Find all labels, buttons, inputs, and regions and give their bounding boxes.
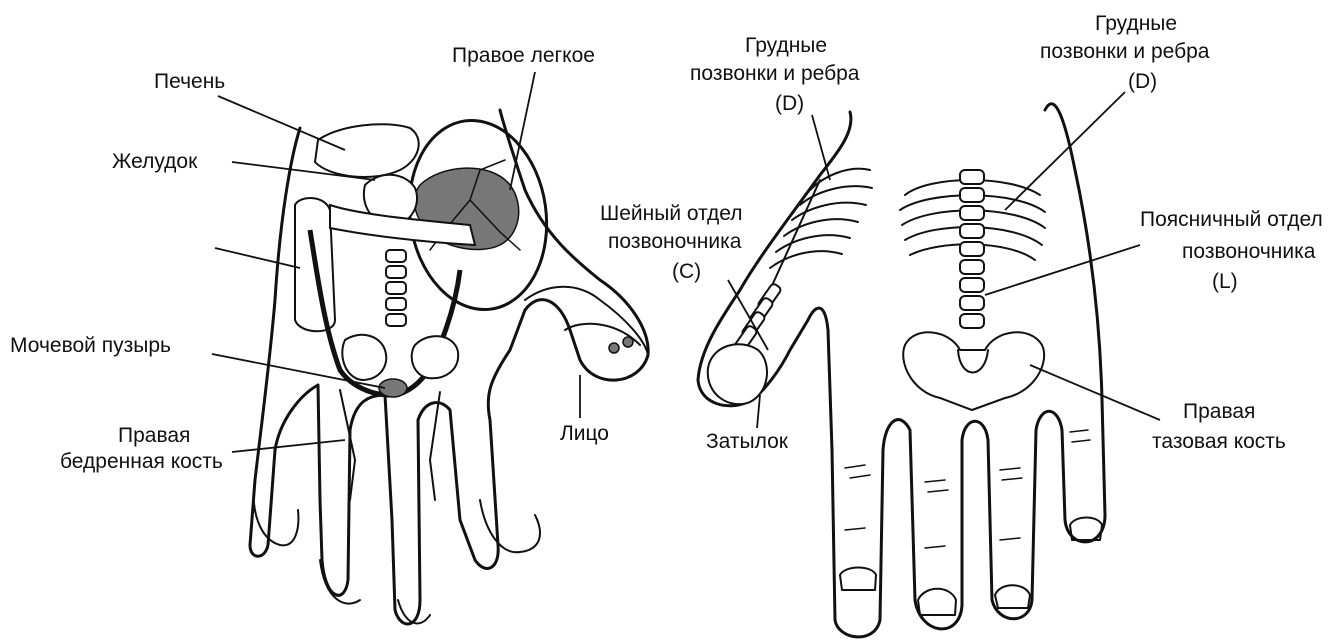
right-skull — [708, 344, 767, 404]
right-cervical-spine — [733, 283, 782, 354]
left-liver — [315, 124, 419, 177]
leader-femur — [232, 440, 345, 452]
label-occiput: Затылок — [706, 430, 789, 453]
leader-liver — [218, 96, 345, 150]
left-spine — [386, 250, 406, 326]
label-right-lung: Правое легкое — [452, 44, 595, 67]
left-face-eye-2 — [623, 337, 633, 347]
label-pelvis-2: тазовая кость — [1152, 430, 1286, 453]
leader-occiput — [757, 395, 760, 428]
label-lumbar-3: (L) — [1212, 270, 1238, 293]
label-bladder: Мочевой пузырь — [10, 334, 171, 357]
right-nail-index — [840, 568, 876, 591]
right-nail-ring — [995, 585, 1030, 608]
label-cervical-1: Шейный отдел — [600, 202, 743, 225]
label-femur-line1: Правая — [118, 424, 190, 447]
label-cervical-2: позвоночника — [608, 230, 742, 253]
leader-thoracic-right — [1005, 92, 1125, 210]
label-thoracic-right-1: Грудные — [1095, 12, 1177, 35]
right-spine-palm — [960, 170, 984, 328]
leader-thoracic-left — [812, 115, 830, 180]
label-thoracic-left-2: позвонки и ребра — [690, 62, 860, 85]
label-thoracic-right-2: позвонки и ребра — [1040, 40, 1210, 63]
label-lumbar-2: позвоночника — [1182, 240, 1316, 263]
label-face: Лицо — [560, 422, 609, 445]
label-femur-line2: бедренная кость — [60, 450, 223, 473]
leader-right-lung — [510, 72, 535, 190]
left-femur-right — [340, 390, 355, 500]
label-thoracic-left-1: Грудные — [745, 34, 827, 57]
leader-lumbar — [985, 245, 1140, 295]
left-little-finger-foot — [254, 480, 299, 545]
label-thoracic-left-3: (D) — [775, 92, 804, 115]
right-ribcage-finger — [770, 169, 872, 290]
label-thoracic-right-3: (D) — [1128, 70, 1157, 93]
left-pelvis — [342, 335, 458, 380]
left-foot-right — [320, 560, 360, 604]
right-pelvis — [903, 332, 1044, 410]
leader-colon — [215, 248, 300, 268]
right-nail-middle — [918, 589, 956, 615]
label-lumbar-1: Поясничный отдел — [1140, 208, 1323, 231]
label-stomach: Желудок — [112, 150, 198, 173]
label-cervical-3: (C) — [672, 260, 701, 283]
left-femur-left — [430, 392, 440, 500]
left-ring-finger-foot — [480, 500, 540, 552]
left-face-eye-1 — [609, 343, 619, 353]
label-pelvis-1: Правая — [1183, 400, 1255, 423]
label-liver: Печень — [154, 70, 225, 93]
left-hand — [250, 110, 648, 624]
